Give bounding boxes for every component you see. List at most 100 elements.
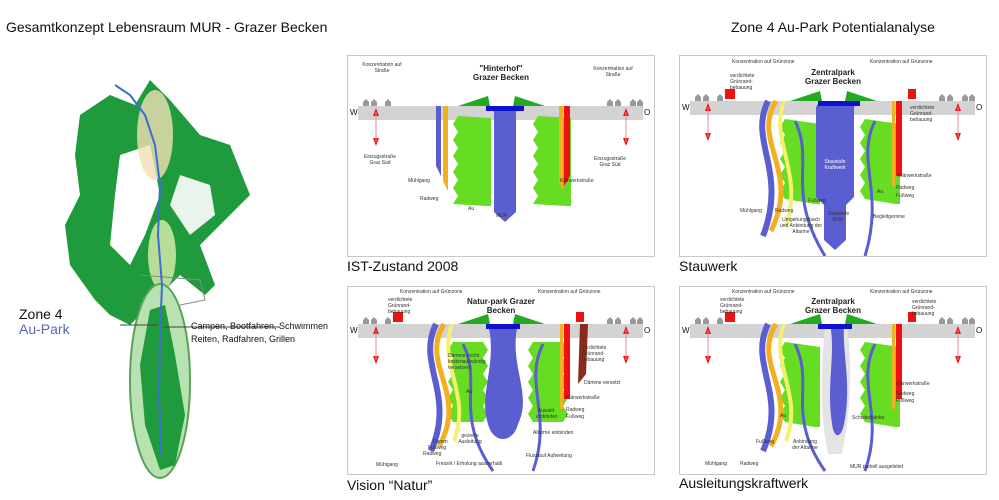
side-channel (531, 343, 545, 472)
section-diagram-ausleitung (690, 312, 975, 472)
house-icon (363, 317, 369, 324)
label: Radweg (423, 451, 442, 457)
label: Au (780, 413, 787, 419)
house-icon (371, 317, 377, 324)
label: Konzentration auf Straße (593, 66, 633, 78)
muhlgang-channel (427, 322, 443, 453)
zone-ellipse-upper (137, 90, 173, 180)
house-icon (703, 94, 709, 101)
mur-river (490, 106, 520, 222)
label: Dämme versetzt (584, 380, 621, 386)
mur-river (485, 324, 523, 439)
meadow (458, 314, 545, 324)
label: MUR partiell ausgeleitet (850, 464, 904, 470)
label: Klärwerkstraße (566, 395, 600, 401)
radweg (443, 106, 448, 191)
house-icon (637, 99, 643, 106)
house-icon (637, 317, 643, 324)
water-surface (818, 101, 860, 106)
muhlgang-channel (759, 322, 775, 453)
center-title: Natur-park Grazer Becken (466, 297, 536, 315)
house-icon (947, 317, 953, 324)
caption-ausleitungskraftwerk: Ausleitungskraftwerk (679, 475, 809, 491)
label: Begleitgerinne (873, 214, 905, 220)
label: Radweg (896, 391, 915, 397)
radweg (560, 324, 563, 409)
muhlgang-channel (759, 99, 775, 238)
radweg (766, 322, 784, 448)
fussweg (446, 323, 462, 442)
center-title: Zentralpark Grazer Becken (804, 297, 862, 315)
label: verdichtete Grünrand-bebauung (910, 105, 935, 123)
house-icon (363, 99, 369, 106)
label: Anbindung der Altarme (792, 439, 818, 451)
label: Klärwerkstraße (560, 178, 594, 184)
label: Konzentration auf Grünzone (538, 289, 601, 295)
page-title-left: Gesamtkonzept Lebensraum MUR - Grazer Be… (6, 19, 328, 35)
house-icon (717, 94, 723, 101)
activities-line-1: Campen, Bootfahren, Schwimmen (191, 321, 329, 331)
side-channel (863, 343, 877, 472)
side-channel (863, 120, 877, 256)
radweg (892, 101, 895, 186)
label: Fußweg (428, 445, 447, 451)
east-label: O (644, 108, 651, 117)
meadow (790, 314, 877, 324)
label: Mühlgang (740, 208, 762, 214)
label: Fußweg (808, 198, 827, 204)
label: Schotterbänke (852, 415, 885, 421)
house-icon (385, 317, 391, 324)
house-icon (385, 99, 391, 106)
section-diagram-natur (358, 312, 643, 472)
label: Auwald einbinden (536, 408, 558, 420)
label: Klärwerkstraße (896, 381, 930, 387)
boundary-line (139, 274, 206, 306)
side-channel (461, 343, 495, 472)
label: Klärwerkstraße (898, 173, 932, 179)
label: Einzugsstraße Graz Süd (364, 154, 396, 166)
house-icon (969, 94, 975, 101)
center-title: Zentralpark Grazer Becken (804, 68, 862, 86)
label: Konzentration auf Grünzone (400, 289, 463, 295)
klaerwerkstrasse (564, 324, 570, 399)
water-surface (486, 106, 524, 111)
house-icon (962, 317, 968, 324)
west-label: W (350, 108, 358, 117)
label: Mühlgang (705, 461, 727, 467)
mur-river-map (65, 80, 280, 479)
klaerwerkstrasse (896, 101, 902, 176)
label: MUR (496, 213, 508, 219)
klaerwerkstrasse (564, 106, 570, 186)
zone-name-label: Au-Park (19, 321, 70, 337)
klaerwerkstrasse (896, 324, 902, 399)
label: Konzentration auf Grünzone (870, 59, 933, 65)
radweg (766, 99, 784, 233)
label: Radweg (740, 461, 759, 467)
center-title: "Hinterhof" Grazer Becken (472, 64, 530, 82)
building (908, 312, 916, 322)
label: Au (468, 206, 475, 212)
radweg (559, 106, 563, 191)
house-icon (969, 317, 975, 324)
house-icon (962, 94, 968, 101)
label: Fußweg (566, 414, 585, 420)
panel-vision-natur: Natur-park Grazer Becken W O Konzentrati… (347, 286, 655, 475)
panel-ist-zustand: "Hinterhof" Grazer Becken W O Konzentrat… (347, 55, 655, 257)
label: Einzugsstraße Graz Süd (594, 156, 626, 168)
building (725, 89, 735, 99)
label: Radweg (896, 185, 915, 191)
water-surface (818, 324, 852, 329)
forest-area (65, 80, 250, 325)
activities-line-2: Reiten, Radfahren, Grillen (191, 334, 296, 344)
house-icon (947, 94, 953, 101)
house-icon (695, 94, 701, 101)
zone-label: Zone 4 (19, 306, 63, 322)
label: Radweg (420, 196, 439, 202)
fussweg (778, 323, 794, 442)
muhlgang-channel (436, 106, 441, 176)
building (576, 312, 584, 322)
meadow (458, 96, 545, 106)
label: Konzentration auf Grünzone (732, 289, 795, 295)
label: Staustufe Kraftwerk (824, 159, 846, 171)
label: gezielte Ausleitung (458, 433, 482, 445)
